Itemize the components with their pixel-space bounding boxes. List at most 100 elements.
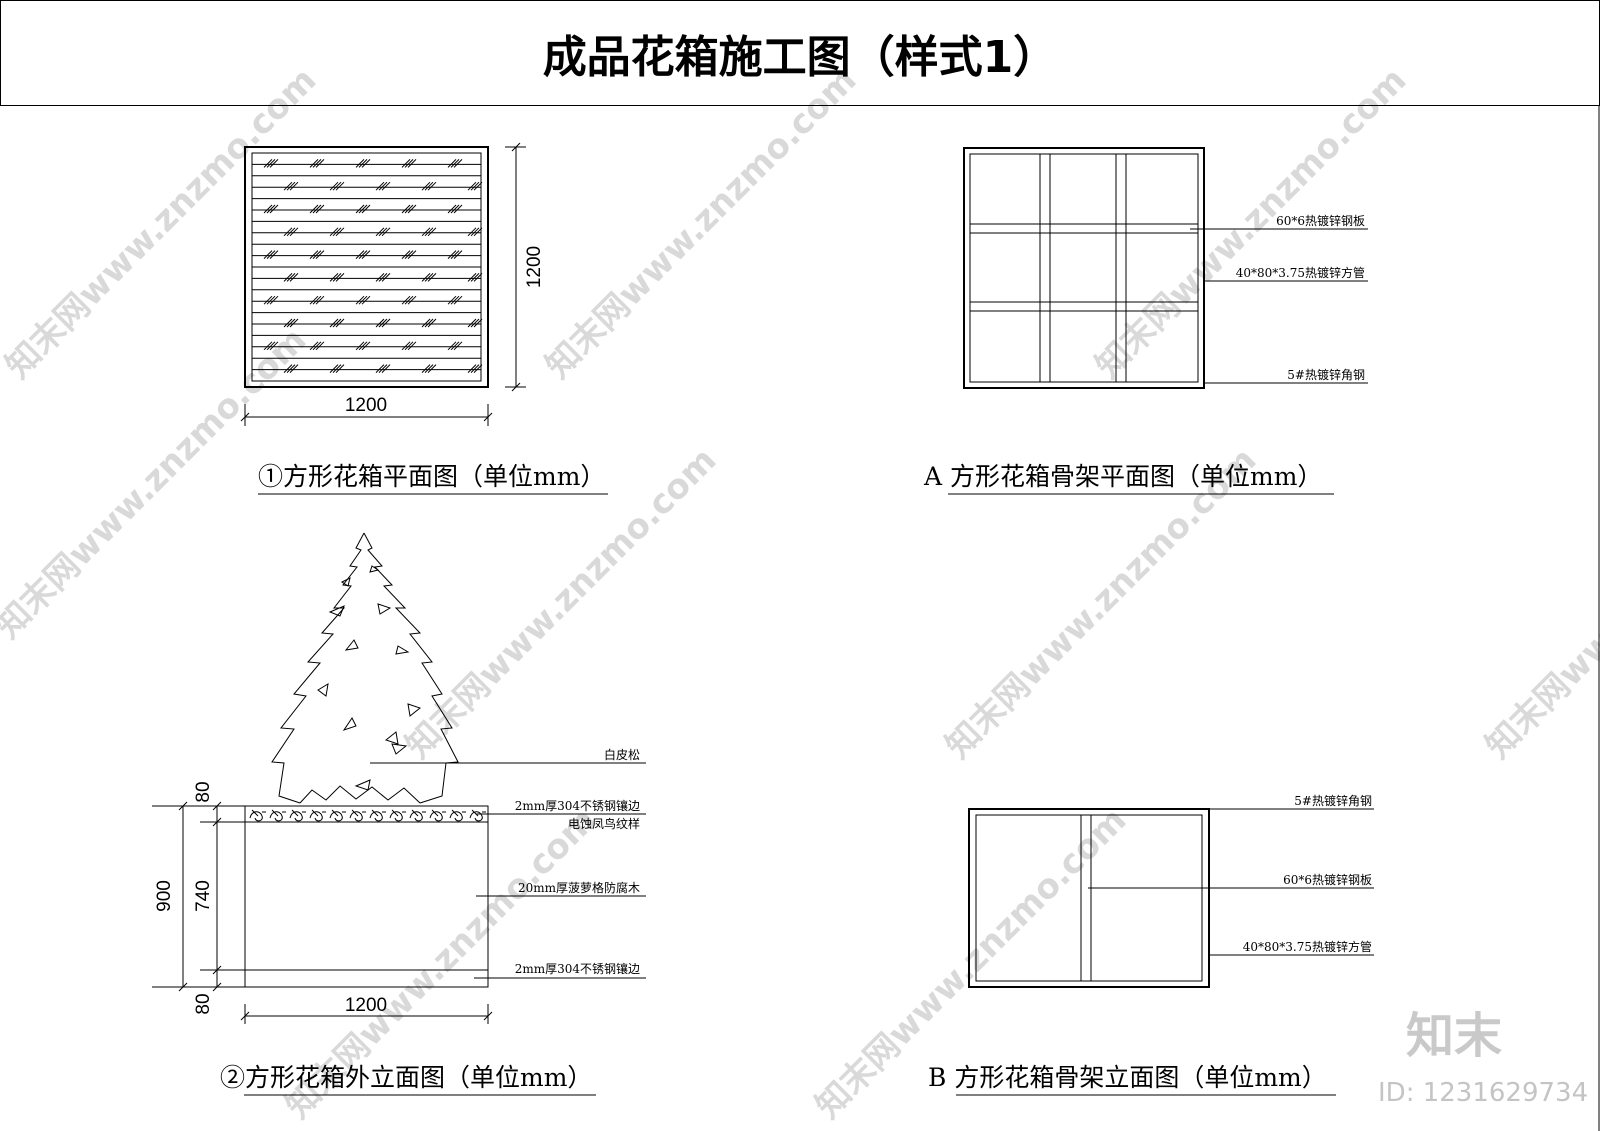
phoenix-motif	[309, 809, 326, 822]
dim-total-label: 900	[154, 880, 175, 912]
wood-hatch	[335, 318, 345, 328]
wood-hatch	[266, 295, 276, 305]
wood-hatch	[378, 273, 388, 282]
wood-hatch	[315, 204, 325, 214]
wood-hatch	[427, 227, 437, 237]
label-square-tube: 40*80*3.75热镀锌方管	[1243, 939, 1372, 954]
wood-hatch	[375, 364, 385, 373]
wood-hatch	[467, 227, 477, 237]
wood-hatch	[421, 227, 431, 237]
wood-hatch	[404, 204, 414, 214]
wood-hatch	[266, 250, 276, 259]
phoenix-pattern	[249, 809, 486, 822]
wood-hatch	[473, 227, 483, 237]
wood-hatch	[407, 250, 417, 259]
dim-tick	[212, 965, 222, 975]
phoenix-motif	[329, 809, 346, 822]
frame-outline	[963, 147, 1205, 389]
wood-hatch	[407, 204, 417, 214]
phoenix-motif	[409, 809, 426, 822]
wood-hatch	[286, 318, 296, 328]
wood-hatch	[269, 250, 279, 259]
frame-outline	[968, 808, 1210, 988]
wood-hatch	[266, 341, 276, 351]
wood-hatch	[450, 159, 460, 168]
wood-hatch	[309, 159, 319, 168]
wood-hatch	[450, 341, 460, 351]
wood-hatch	[283, 181, 293, 191]
wood-hatch	[269, 159, 279, 168]
wood-hatch	[427, 364, 437, 373]
wood-hatch	[378, 318, 388, 328]
wood-hatch	[447, 204, 457, 214]
wood-hatch	[283, 227, 293, 237]
wood-hatch	[450, 295, 460, 305]
wood-hatch	[447, 341, 457, 351]
wood-hatch	[453, 204, 463, 214]
wood-hatch	[315, 250, 325, 259]
wood-hatch	[263, 250, 273, 259]
dim-tick	[212, 817, 222, 827]
wood-hatch	[401, 159, 411, 168]
wood-hatch	[312, 204, 322, 214]
dim-top-label: 80	[193, 781, 214, 802]
wood-hatch	[421, 318, 431, 328]
wood-hatch	[473, 364, 483, 373]
wood-hatch	[269, 295, 279, 305]
wood-hatch	[309, 250, 319, 259]
wood-hatch	[473, 273, 483, 282]
wood-hatch	[329, 364, 339, 373]
phoenix-motif	[389, 809, 406, 822]
wood-hatch	[315, 295, 325, 305]
watermark-text: 知末网www.znzmo.com	[1478, 440, 1600, 766]
wood-hatch	[355, 295, 365, 305]
wood-hatch	[450, 250, 460, 259]
label-angle-steel: 5#热镀锌角钢	[1287, 368, 1365, 382]
wood-hatch	[467, 318, 477, 328]
dim-tick	[212, 982, 222, 992]
wood-hatch	[358, 250, 368, 259]
label-steel-plate: 60*6热镀锌钢板	[1283, 873, 1372, 887]
phoenix-motif	[429, 809, 446, 822]
wood-hatch	[421, 273, 431, 282]
wood-hatch	[453, 159, 463, 168]
wood-hatch	[358, 159, 368, 168]
label-square-tube: 40*80*3.75热镀锌方管	[1236, 265, 1365, 280]
dim-tick	[178, 982, 188, 992]
wood-hatch	[361, 159, 371, 168]
wood-hatch	[447, 159, 457, 168]
dim-tick	[240, 1011, 250, 1021]
wood-hatch	[263, 204, 273, 214]
label-bottom-edge: 2mm厚304不锈钢镶边	[515, 961, 640, 976]
wood-hatch	[315, 341, 325, 351]
wood-hatch	[375, 227, 385, 237]
wood-hatch	[427, 181, 437, 191]
phoenix-motif	[349, 809, 366, 822]
wood-hatch	[312, 250, 322, 259]
wood-hatch	[289, 318, 299, 328]
wood-hatch	[401, 204, 411, 214]
wood-hatch	[329, 318, 339, 328]
wood-hatch	[424, 364, 434, 373]
phoenix-motif	[369, 809, 386, 822]
wood-hatch	[375, 273, 385, 282]
wood-hatch	[421, 181, 431, 191]
watermark-text: 知末网www.znzmo.com	[538, 60, 864, 386]
wood-hatch	[358, 341, 368, 351]
wood-hatch	[355, 250, 365, 259]
wood-hatch	[450, 204, 460, 214]
wood-hatch	[309, 204, 319, 214]
wood-hatch	[470, 273, 480, 282]
dim-height-label: 1200	[524, 246, 545, 288]
phoenix-motif	[469, 809, 486, 822]
wood-hatch	[361, 341, 371, 351]
elevation-caption: ②方形花箱外立面图（单位mm）	[220, 1063, 592, 1092]
wood-hatch	[453, 341, 463, 351]
phoenix-motif	[449, 809, 466, 822]
wood-hatch	[424, 318, 434, 328]
wood-hatch	[470, 318, 480, 328]
wood-hatch	[289, 227, 299, 237]
wood-hatch	[355, 204, 365, 214]
drawing-title: 成品花箱施工图（样式1）	[543, 32, 1058, 83]
dim-tick	[483, 412, 493, 422]
